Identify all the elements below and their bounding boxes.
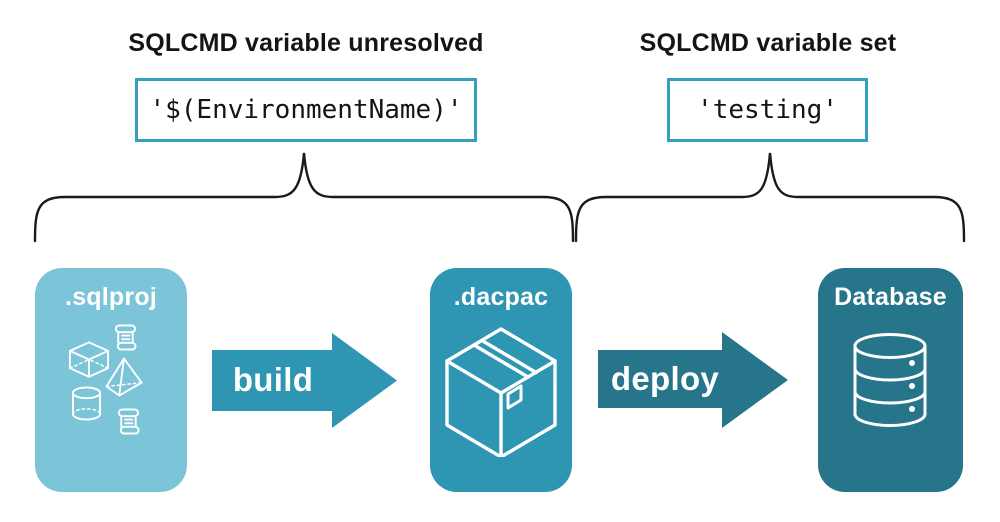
package-icon [445, 327, 557, 457]
database-icon [853, 333, 927, 427]
brace-left-icon [33, 152, 575, 243]
build-arrow [212, 333, 397, 428]
deploy-arrow-label: deploy [610, 360, 720, 397]
heading-variable-unresolved: SQLCMD variable unresolved [128, 29, 484, 57]
scroll-icon [114, 324, 137, 351]
stage-dacpac-label: .dacpac [453, 283, 549, 311]
code-value-testing: 'testing' [697, 95, 838, 125]
code-box-testing: 'testing' [667, 78, 868, 142]
build-arrow-label: build [232, 361, 314, 398]
heading-variable-set: SQLCMD variable set [639, 29, 897, 57]
pyramid-icon [105, 357, 143, 397]
stage-dacpac: .dacpac [430, 268, 572, 492]
stage-database-label: Database [834, 283, 947, 311]
deploy-arrow [598, 332, 788, 428]
cylinder-icon [71, 386, 102, 421]
code-box-environment-name: '$(EnvironmentName)' [135, 78, 477, 142]
brace-right-icon [574, 152, 966, 243]
code-value-environment-name: '$(EnvironmentName)' [149, 95, 463, 125]
stage-database: Database [818, 268, 963, 492]
stage-sqlproj: .sqlproj [35, 268, 187, 492]
scroll-icon [117, 408, 140, 435]
stage-sqlproj-label: .sqlproj [65, 283, 157, 311]
cube-icon [68, 341, 110, 378]
